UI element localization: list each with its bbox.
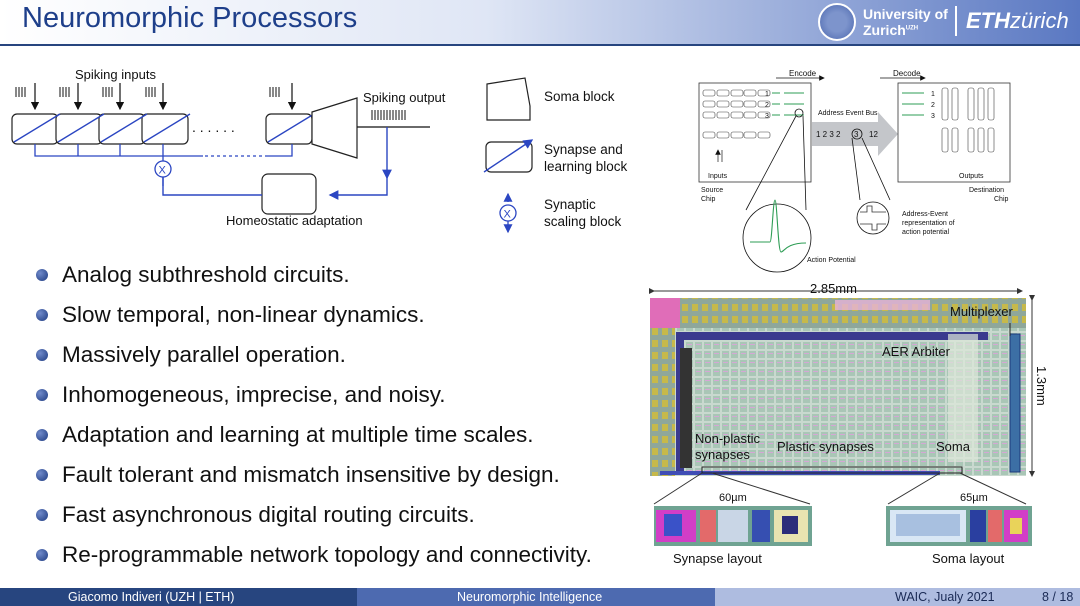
uzh-seal-icon xyxy=(818,3,856,41)
svg-text:Action Potential: Action Potential xyxy=(807,257,856,264)
legend-synapse-label-1: Synapse and xyxy=(544,142,623,157)
svg-text:2: 2 xyxy=(931,102,935,109)
bullet-icon xyxy=(36,349,48,361)
svg-text:Chip: Chip xyxy=(994,196,1009,203)
eth-logo: ETHzürich xyxy=(966,8,1069,33)
svg-text:Source: Source xyxy=(701,187,723,194)
footer-talk-section: Neuromorphic Intelligence xyxy=(357,588,715,606)
svg-text:Address-Event: Address-Event xyxy=(902,211,948,218)
spiking-inputs-label: Spiking inputs xyxy=(75,67,156,82)
synapse-width-label: 60µm xyxy=(719,492,747,504)
footer-event: WAIC, Jualy 2021 xyxy=(895,590,995,604)
svg-text:representation of: representation of xyxy=(902,220,955,227)
svg-text:1: 1 xyxy=(765,91,769,98)
non-plastic-label-2: synapses xyxy=(695,447,750,462)
bullet-icon xyxy=(36,309,48,321)
footer-author-section: Giacomo Indiveri (UZH | ETH) xyxy=(0,588,357,606)
bullet-item: Fault tolerant and mismatch insensitive … xyxy=(36,458,592,498)
footer-talk-title: Neuromorphic Intelligence xyxy=(457,590,603,604)
svg-text:3: 3 xyxy=(765,113,769,120)
legend: Soma block Synapse and learning block X … xyxy=(483,77,628,234)
bullet-list: Analog subthreshold circuits. Slow tempo… xyxy=(36,258,592,578)
bullet-item: Fast asynchronous digital routing circui… xyxy=(36,498,592,538)
slide-header: Neuromorphic Processors University of Zu… xyxy=(0,0,1080,46)
bullet-item: Slow temporal, non-linear dynamics. xyxy=(36,298,592,338)
svg-text:Address Event Bus: Address Event Bus xyxy=(818,110,878,117)
chip-layout: 2.85mm Multiplexer AER Arbiter Non-plast… xyxy=(649,281,1049,566)
svg-text:Encode: Encode xyxy=(789,69,817,78)
chip-width-label: 2.85mm xyxy=(810,281,857,296)
svg-text:action potential: action potential xyxy=(902,229,950,236)
slide-title: Neuromorphic Processors xyxy=(22,2,358,34)
logo-divider xyxy=(955,6,957,36)
chip-height-label: 1.3mm xyxy=(1034,366,1049,406)
bullet-icon xyxy=(36,549,48,561)
uzh-logo-line1: University of xyxy=(863,6,948,22)
uzh-logo-line2: ZurichUZH xyxy=(863,22,919,38)
svg-text:1 2 3 2: 1 2 3 2 xyxy=(816,130,841,139)
address-event-inset xyxy=(856,201,890,235)
soma-layout-label: Soma layout xyxy=(932,551,1005,566)
svg-text:X: X xyxy=(159,165,167,177)
top-diagrams: Spiking inputs . . . . . . Spiking xyxy=(11,67,1011,273)
non-plastic-label-1: Non-plastic xyxy=(695,431,761,446)
legend-synapse-label-2: learning block xyxy=(544,159,628,174)
bullet-item: Inhomogeneous, imprecise, and noisy. xyxy=(36,378,592,418)
footer-page-number: 8 / 18 xyxy=(1042,590,1074,604)
ellipsis: . . . . . . xyxy=(192,119,235,135)
svg-text:Outputs: Outputs xyxy=(959,173,984,180)
neuron-diagram: Spiking inputs . . . . . . Spiking xyxy=(11,67,446,228)
homeostatic-label: Homeostatic adaptation xyxy=(226,213,363,228)
legend-soma-icon xyxy=(486,77,531,121)
svg-text:3: 3 xyxy=(931,113,935,120)
legend-scaling-label-1: Synaptic xyxy=(544,197,596,212)
bullet-item: Analog subthreshold circuits. xyxy=(36,258,592,298)
bullet-item: Adaptation and learning at multiple time… xyxy=(36,418,592,458)
svg-text:Destination: Destination xyxy=(969,187,1004,194)
soma-width-label: 65µm xyxy=(960,492,988,504)
footer-author: Giacomo Indiveri (UZH | ETH) xyxy=(68,590,235,604)
svg-text:Inputs: Inputs xyxy=(708,173,728,180)
svg-text:Decode: Decode xyxy=(893,69,921,78)
svg-text:X: X xyxy=(504,209,512,221)
synapse-layout-label: Synapse layout xyxy=(673,551,762,566)
bullet-icon xyxy=(36,389,48,401)
svg-text:12: 12 xyxy=(869,130,878,139)
slide-footer: Giacomo Indiveri (UZH | ETH) Neuromorphi… xyxy=(0,588,1080,606)
bullet-icon xyxy=(36,429,48,441)
legend-soma-label: Soma block xyxy=(544,89,615,104)
synapse-layout-image xyxy=(654,506,812,546)
action-potential-inset xyxy=(742,203,812,273)
soma-label: Soma xyxy=(936,439,971,454)
bullet-item: Re-programmable network topology and con… xyxy=(36,538,592,578)
legend-synapse-icon xyxy=(485,141,533,173)
svg-text:Chip: Chip xyxy=(701,196,716,203)
footer-event-section: WAIC, Jualy 2021 8 / 18 xyxy=(715,588,1080,606)
svg-text:1: 1 xyxy=(931,91,935,98)
bullet-icon xyxy=(36,469,48,481)
legend-scaling-label-2: scaling block xyxy=(544,214,622,229)
address-event-bus-arrow xyxy=(812,112,898,156)
soma-layout-image xyxy=(886,506,1032,546)
plastic-synapses-label: Plastic synapses xyxy=(777,439,874,454)
bullet-item: Massively parallel operation. xyxy=(36,338,592,378)
bullet-icon xyxy=(36,269,48,281)
uzh-logo: University of ZurichUZH xyxy=(818,3,958,41)
soma-block xyxy=(311,97,358,159)
homeostatic-block xyxy=(261,173,317,215)
bullet-icon xyxy=(36,509,48,521)
spiking-output-label: Spiking output xyxy=(363,90,446,105)
multiplexer-label: Multiplexer xyxy=(950,304,1014,319)
aer-diagram: Encode Decode 1 2 3 Inputs Source Chip A… xyxy=(698,69,1011,273)
aer-arbiter-label: AER Arbiter xyxy=(882,344,951,359)
svg-text:3: 3 xyxy=(854,130,859,139)
svg-text:2: 2 xyxy=(765,102,769,109)
